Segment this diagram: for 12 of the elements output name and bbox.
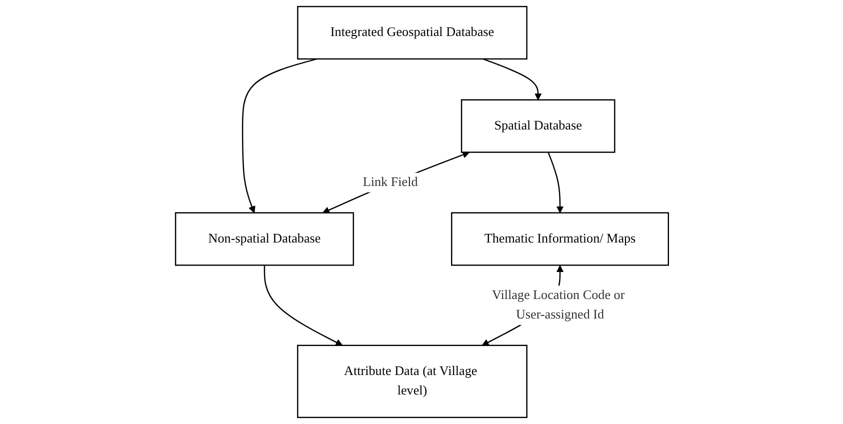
- arrow: [482, 58, 542, 100]
- edge-label: Village Location Code or User-assigned Id: [492, 288, 624, 322]
- edge-label: Link Field: [362, 175, 418, 190]
- arrow: [241, 58, 317, 214]
- node-box: Thematic Information/ Maps: [450, 212, 669, 266]
- arrow: [263, 265, 342, 346]
- node-box: Spatial Database: [460, 99, 615, 153]
- node-box: Non-spatial Database: [174, 212, 354, 266]
- node-box: Attribute Data (at Village level): [296, 344, 527, 418]
- arrow: [547, 152, 564, 214]
- arrow: [322, 151, 470, 214]
- node-box: Integrated Geospatial Database: [296, 6, 527, 60]
